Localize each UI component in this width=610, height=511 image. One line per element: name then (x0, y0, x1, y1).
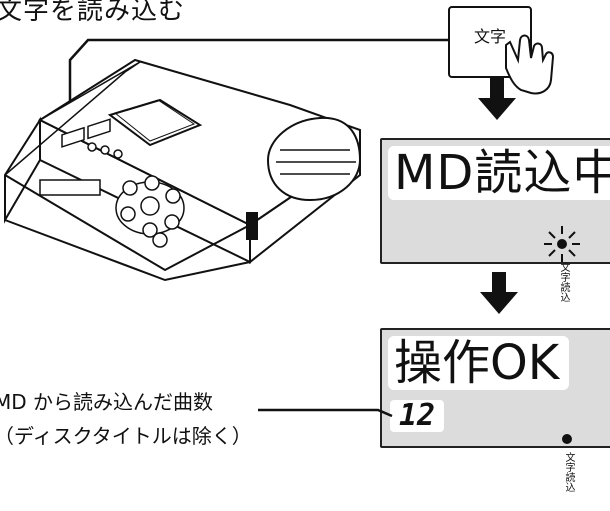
down-arrow-icon (480, 272, 518, 314)
page-title: 文字を読み込む (0, 0, 186, 26)
lcd-ok-text: 操作OK (388, 336, 570, 390)
indicator-lamp-icon (562, 434, 572, 444)
hand-pointer-icon (505, 34, 555, 95)
lcd-display-reading: MD読込中 (380, 138, 610, 264)
track-count-annotation-note: （ディスクタイトルは除く） (0, 424, 252, 448)
leader-line-digits (258, 408, 393, 418)
lcd-display-ok: 操作OK 12 (380, 328, 610, 448)
track-count-annotation: MD から読み込んだ曲数 (0, 390, 214, 414)
indicator-lamp-icon (544, 226, 580, 262)
down-arrow-icon (478, 78, 516, 120)
indicator-label-2: 文字読込 (563, 452, 574, 492)
lcd-reading-text: MD読込中 (388, 146, 610, 200)
track-count-readout: 12 (390, 400, 444, 432)
indicator-label-1: 文字読込 (558, 262, 569, 302)
